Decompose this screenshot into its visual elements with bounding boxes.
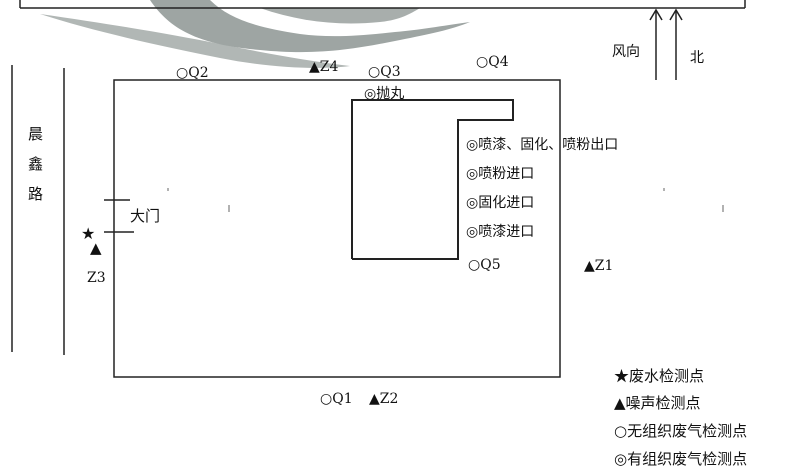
organized-point-cure-inlet: ◎固化进口 <box>466 195 534 211</box>
plant-boundary <box>113 79 561 378</box>
organized-point-shot-blast: ◎抛丸 <box>364 86 404 102</box>
open-circle-icon: ○ <box>468 257 481 273</box>
point-q4-label: Q4 <box>488 54 509 70</box>
wind-direction-label: 风向 <box>612 44 640 60</box>
legend-label: 有组织废气检测点 <box>627 450 748 468</box>
gate-label: 大门 <box>130 207 161 225</box>
legend-label: 废水检测点 <box>629 367 705 385</box>
point-q4: ○Q4 <box>476 54 509 70</box>
shot-blast-label: 抛丸 <box>376 86 405 102</box>
organized-point-spray-outlet: ◎喷漆、固化、喷粉出口 <box>466 137 618 153</box>
open-circle-icon: ○ <box>176 65 189 81</box>
double-circle-icon: ◎ <box>466 166 479 182</box>
legend-symbol: ▲ <box>614 394 626 412</box>
paint-inlet-label: 喷漆进口 <box>478 224 535 240</box>
triangle-icon: ▲ <box>584 258 595 274</box>
organized-point-powder-inlet: ◎喷粉进口 <box>466 166 534 182</box>
double-circle-icon: ◎ <box>466 137 479 153</box>
point-q3: ○Q3 <box>368 64 401 80</box>
spray-outlet-label: 喷漆、固化、喷粉出口 <box>478 137 619 153</box>
minor-marks <box>167 188 724 212</box>
double-circle-icon: ◎ <box>466 195 479 211</box>
legend-item-organized: ◎有组织废气检测点 <box>614 451 747 468</box>
point-q3-label: Q3 <box>380 64 401 80</box>
north-label: 北 <box>690 50 704 66</box>
point-z4-label: Z4 <box>319 59 339 75</box>
legend-label: 噪声检测点 <box>625 394 701 412</box>
top-swirl-shape <box>40 0 470 68</box>
double-circle-icon: ◎ <box>364 86 377 102</box>
point-z3-label: Z3 <box>87 270 106 286</box>
road-name-char-3: 路 <box>28 185 44 203</box>
point-z2-label: Z2 <box>379 391 399 407</box>
point-q1: ○Q1 <box>320 391 353 407</box>
legend-label: 无组织废气检测点 <box>627 422 748 440</box>
point-q5-label: Q5 <box>480 257 501 273</box>
road-name-char-2: 鑫 <box>28 155 44 173</box>
north-arrow-icon <box>649 8 683 80</box>
double-circle-icon: ◎ <box>466 224 479 240</box>
open-circle-icon: ○ <box>368 64 381 80</box>
road-name-char-1: 晨 <box>28 125 44 143</box>
point-q2: ○Q2 <box>176 65 209 81</box>
organized-point-paint-inlet: ◎喷漆进口 <box>466 224 534 240</box>
legend-symbol: ○ <box>614 422 628 440</box>
legend-symbol: ★ <box>614 367 630 385</box>
point-q5: ○Q5 <box>468 257 501 273</box>
legend-symbol: ◎ <box>614 450 628 468</box>
triangle-icon: ▲ <box>369 391 380 407</box>
powder-inlet-label: 喷粉进口 <box>478 166 535 182</box>
triangle-icon: ▲ <box>309 59 320 75</box>
point-z1-label: Z1 <box>594 258 614 274</box>
open-circle-icon: ○ <box>320 391 333 407</box>
point-z2: ▲Z2 <box>369 391 398 407</box>
point-q1-label: Q1 <box>332 391 353 407</box>
point-z1: ▲Z1 <box>584 258 613 274</box>
workshop-outline <box>351 99 514 260</box>
legend-item-unorganized: ○无组织废气检测点 <box>614 423 747 440</box>
open-circle-icon: ○ <box>476 54 489 70</box>
point-q2-label: Q2 <box>188 65 209 81</box>
cure-inlet-label: 固化进口 <box>478 195 535 211</box>
point-z4: ▲Z4 <box>309 59 338 75</box>
legend-item-noise: ▲噪声检测点 <box>614 395 701 412</box>
wastewater-star-icon: ★ <box>81 224 96 243</box>
legend-item-wastewater: ★废水检测点 <box>614 368 704 385</box>
z3-triangle-icon: ▲ <box>90 239 102 257</box>
